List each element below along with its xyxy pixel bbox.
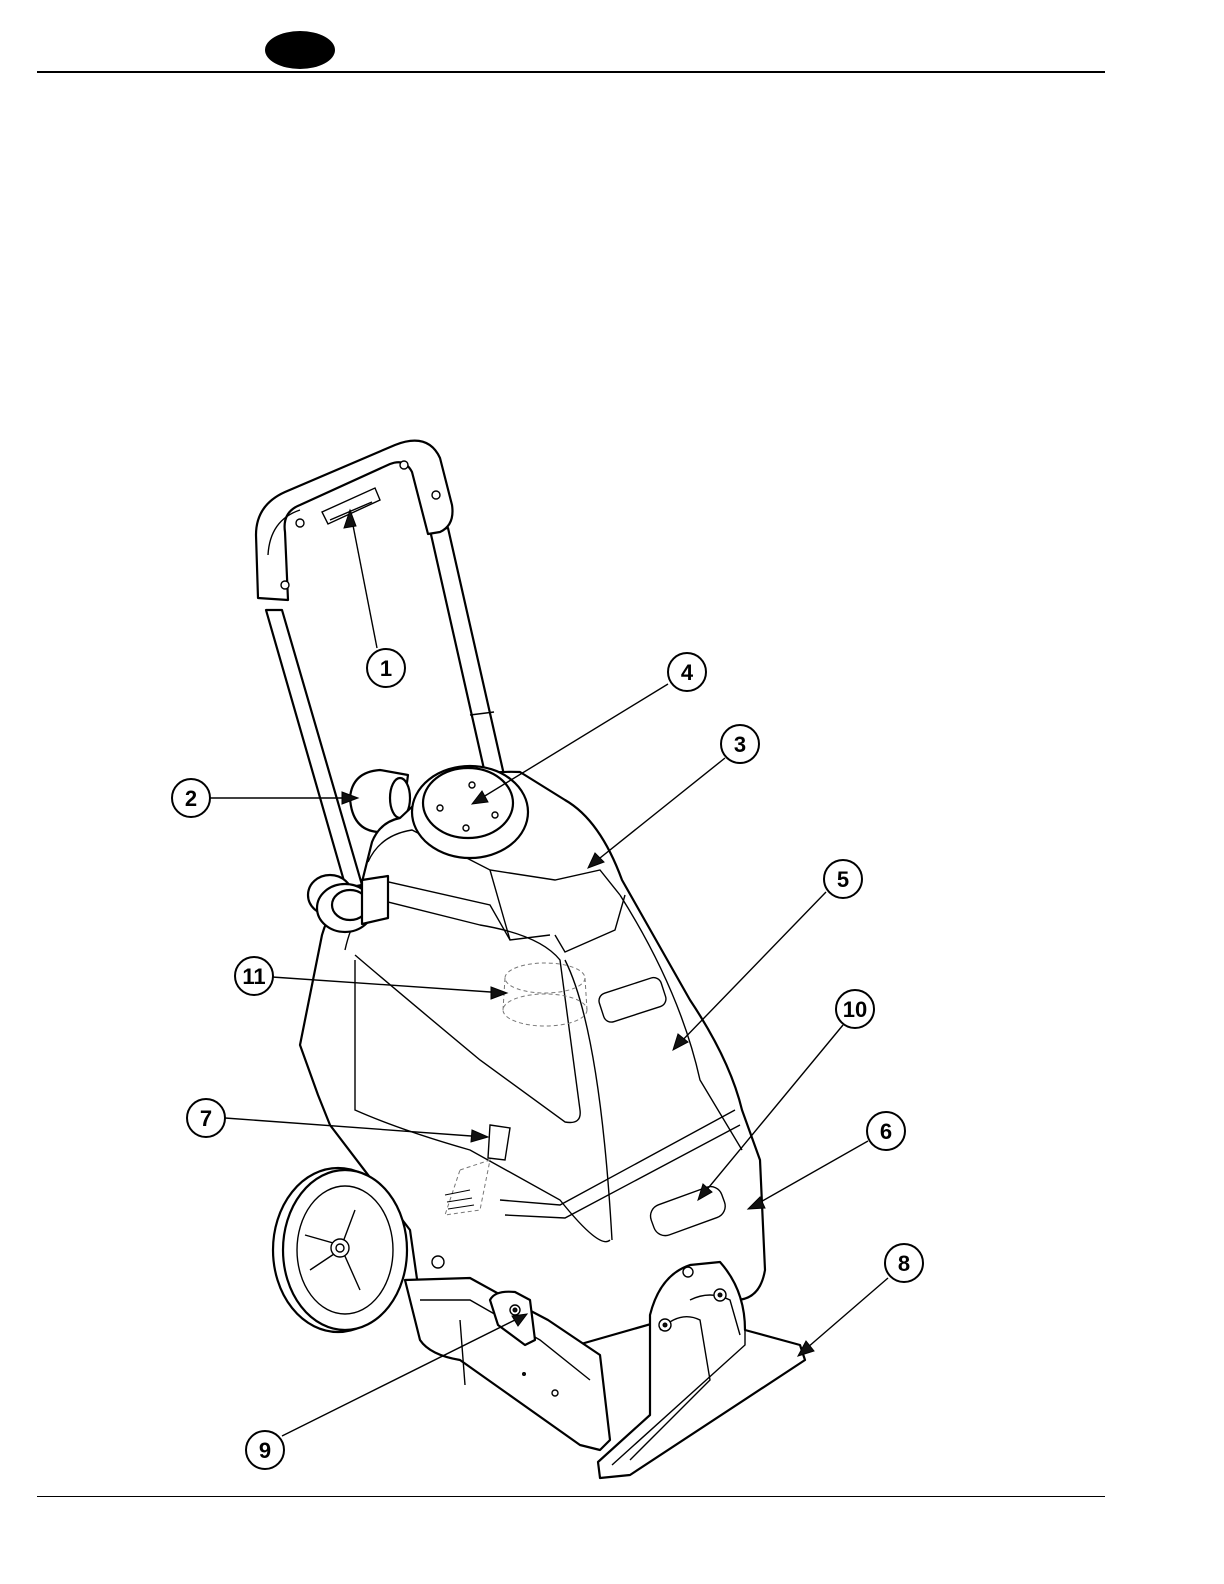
callout-number: 11 [242, 964, 265, 989]
callout-4: 4 [668, 653, 706, 691]
callout-7: 7 [187, 1099, 225, 1137]
callout-5: 5 [824, 860, 862, 898]
callout-number: 6 [880, 1119, 892, 1144]
callout-number: 10 [843, 997, 867, 1022]
callout-number: 5 [837, 867, 849, 892]
callout-11: 11 [235, 957, 273, 995]
callout-number: 7 [200, 1106, 212, 1131]
callout-number: 8 [898, 1251, 910, 1276]
callout-6: 6 [867, 1112, 905, 1150]
machine-illustration [256, 441, 805, 1478]
callout-2: 2 [172, 779, 210, 817]
callout-9: 9 [246, 1431, 284, 1469]
callout-number: 3 [734, 732, 746, 757]
callout-10: 10 [836, 990, 874, 1028]
callout-number: 4 [681, 660, 694, 685]
callout-1: 1 [367, 649, 405, 687]
callout-number: 9 [259, 1438, 271, 1463]
rear-wheel [273, 1168, 407, 1332]
footer-rule [37, 1496, 1105, 1497]
callout-8: 8 [885, 1244, 923, 1282]
callout-number: 1 [380, 656, 392, 681]
callout-3: 3 [721, 725, 759, 763]
callout-number: 2 [185, 786, 197, 811]
